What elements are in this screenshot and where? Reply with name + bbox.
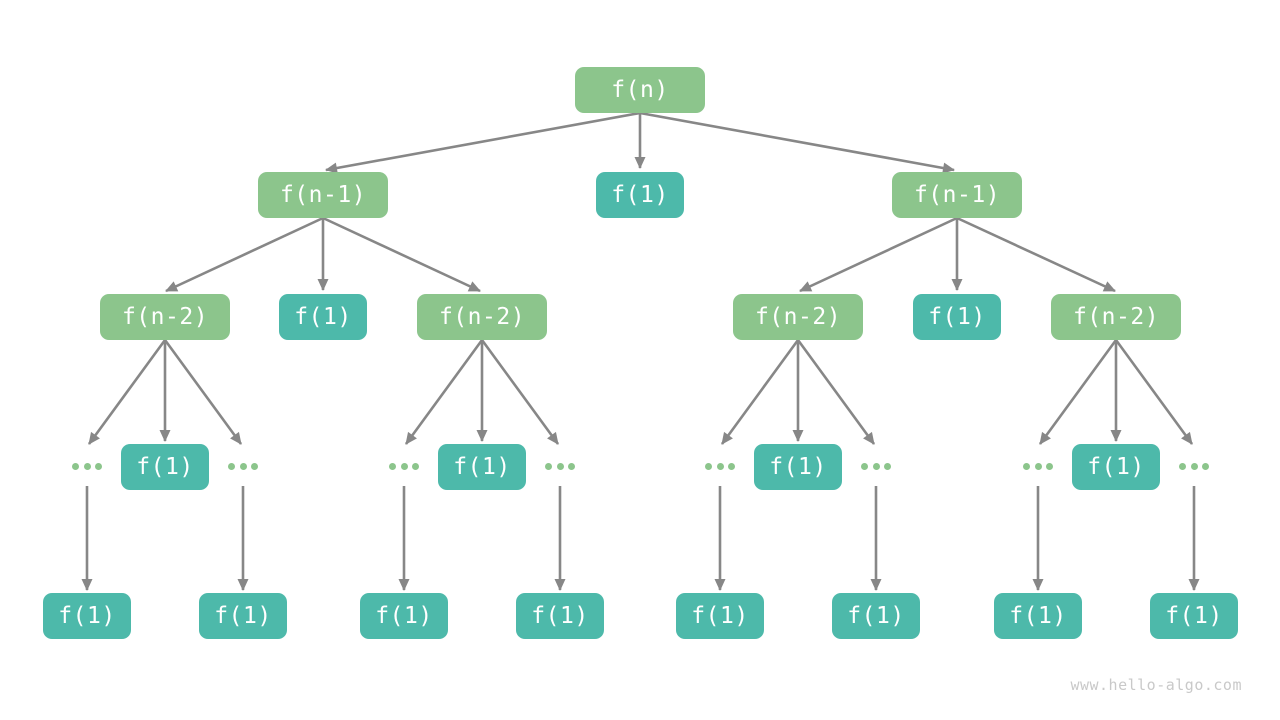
tree-node-l5-3: f(1) (516, 593, 604, 639)
node-label: f(1) (691, 603, 749, 629)
node-label: f(n-1) (279, 182, 367, 208)
tree-node-l3-5: f(n-2) (1051, 294, 1181, 340)
ellipsis-dot (545, 462, 552, 470)
ellipsis-dot (1034, 462, 1042, 470)
ellipsis-dot (872, 462, 880, 470)
ellipsis-more-nodes (861, 462, 891, 470)
ellipsis-dot (1179, 462, 1186, 470)
tree-node-l3-4: f(1) (913, 294, 1001, 340)
node-label: f(1) (294, 304, 352, 330)
node-label: f(1) (1165, 603, 1223, 629)
ellipsis-dot (239, 462, 247, 470)
tree-node-l5-7: f(1) (1150, 593, 1238, 639)
tree-node-l5-6: f(1) (994, 593, 1082, 639)
tree-node-l5-4: f(1) (676, 593, 764, 639)
ellipsis-dot (728, 462, 735, 470)
tree-node-l5-1: f(1) (199, 593, 287, 639)
edge-group (81, 111, 1200, 591)
tree-node-l5-0: f(1) (43, 593, 131, 639)
tree-node-l5-5: f(1) (832, 593, 920, 639)
ellipsis-more-nodes (705, 462, 735, 470)
ellipsis-dot (228, 462, 235, 470)
ellipsis-more-nodes (1023, 462, 1053, 470)
node-label: f(1) (847, 603, 905, 629)
ellipsis-dot (568, 462, 575, 470)
ellipsis-dot (1046, 462, 1053, 470)
node-label: f(n-1) (913, 182, 1001, 208)
ellipsis-more-nodes (72, 462, 102, 470)
ellipsis-dot (72, 462, 79, 470)
node-label: f(1) (58, 603, 116, 629)
node-label: f(1) (928, 304, 986, 330)
node-label: f(n-2) (121, 304, 209, 330)
tree-node-l4-1: f(1) (438, 444, 526, 490)
ellipsis-dot (400, 462, 408, 470)
tree-node-l3-2: f(n-2) (417, 294, 547, 340)
tree-node-l2-0: f(n-1) (258, 172, 388, 218)
ellipsis-dot (83, 462, 91, 470)
ellipsis-dot (716, 462, 724, 470)
node-label: f(1) (611, 182, 669, 208)
ellipsis-dot (861, 462, 868, 470)
tree-node-l4-0: f(1) (121, 444, 209, 490)
node-label: f(n) (611, 77, 669, 103)
ellipsis-dot (251, 462, 258, 470)
ellipsis-more-nodes (389, 462, 419, 470)
ellipsis-dot (705, 462, 712, 470)
node-label: f(1) (136, 454, 194, 480)
node-label: f(1) (1087, 454, 1145, 480)
node-label: f(1) (1009, 603, 1067, 629)
ellipsis-dot (412, 462, 419, 470)
node-label: f(n-2) (754, 304, 842, 330)
ellipsis-dot (1202, 462, 1209, 470)
tree-node-root: f(n) (575, 67, 705, 113)
ellipsis-dot (1023, 462, 1030, 470)
tree-node-l2-2: f(n-1) (892, 172, 1022, 218)
ellipsis-dot (389, 462, 396, 470)
tree-node-l5-2: f(1) (360, 593, 448, 639)
ellipsis-dot (95, 462, 102, 470)
ellipsis-dot (1190, 462, 1198, 470)
node-label: f(1) (214, 603, 272, 629)
node-label: f(n-2) (1072, 304, 1160, 330)
node-label: f(1) (769, 454, 827, 480)
tree-node-l4-2: f(1) (754, 444, 842, 490)
ellipsis-dot (556, 462, 564, 470)
tree-node-l4-3: f(1) (1072, 444, 1160, 490)
node-label: f(1) (453, 454, 511, 480)
tree-node-l3-3: f(n-2) (733, 294, 863, 340)
node-label: f(n-2) (438, 304, 526, 330)
ellipsis-more-nodes (228, 462, 258, 470)
tree-node-l3-1: f(1) (279, 294, 367, 340)
watermark: www.hello-algo.com (1070, 676, 1242, 694)
tree-node-l2-1: f(1) (596, 172, 684, 218)
node-label: f(1) (375, 603, 433, 629)
ellipsis-dot (884, 462, 891, 470)
ellipsis-more-nodes (1179, 462, 1209, 470)
tree-node-l3-0: f(n-2) (100, 294, 230, 340)
node-label: f(1) (531, 603, 589, 629)
ellipsis-more-nodes (545, 462, 575, 470)
